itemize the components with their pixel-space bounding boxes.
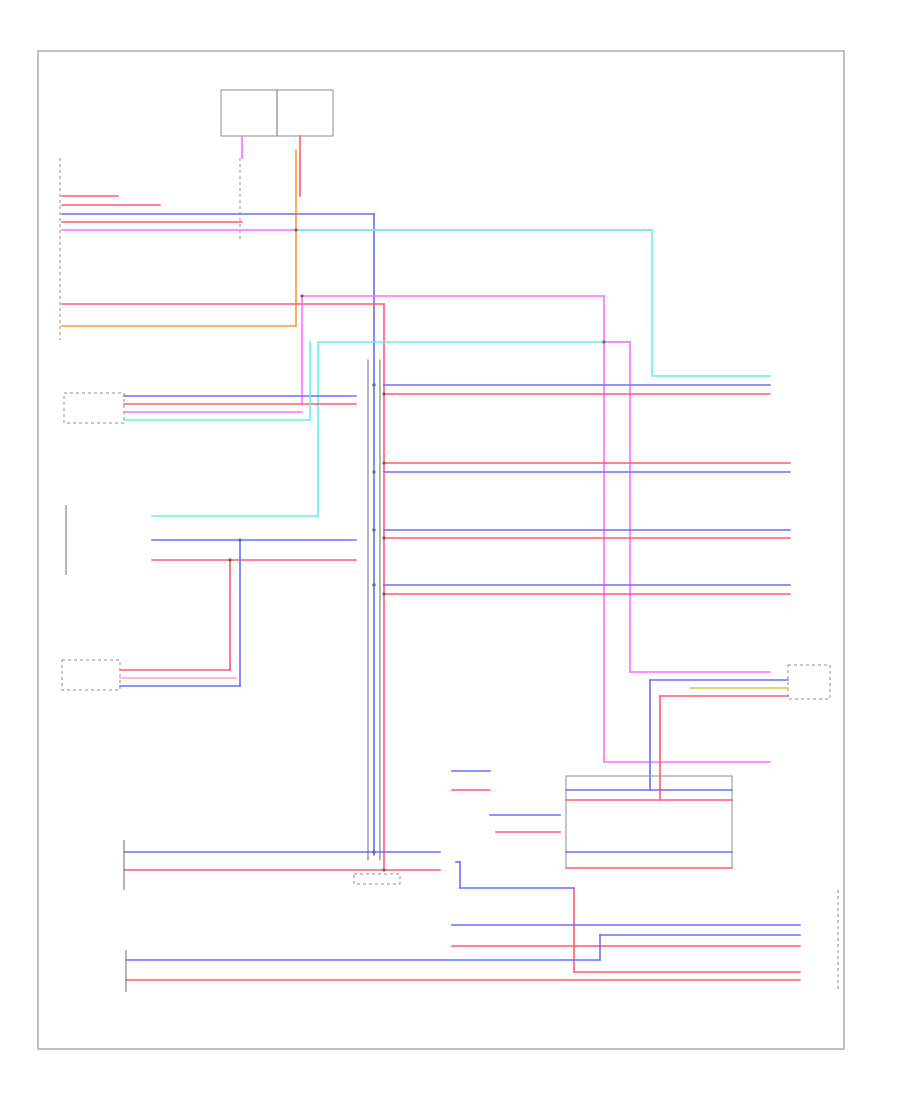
splice-dot bbox=[602, 340, 606, 344]
splice-dot bbox=[300, 294, 304, 298]
splice-dot bbox=[372, 383, 376, 387]
splice-dot bbox=[382, 868, 386, 872]
splice-dot bbox=[372, 470, 376, 474]
splice-dot bbox=[238, 538, 242, 542]
splice-dot bbox=[382, 461, 386, 465]
splice-dot bbox=[228, 558, 232, 562]
left-module-3 bbox=[61, 659, 121, 691]
splice-dot bbox=[382, 392, 386, 396]
splice-dot bbox=[382, 536, 386, 540]
left-module-1 bbox=[63, 392, 125, 424]
splice-dot bbox=[294, 228, 298, 232]
splice-dot bbox=[372, 583, 376, 587]
splice-dot bbox=[372, 850, 376, 854]
joint-connector-box bbox=[353, 873, 401, 885]
splice-dot bbox=[382, 592, 386, 596]
splice-dot bbox=[372, 528, 376, 532]
diagram-frame bbox=[37, 50, 845, 1050]
right-module-tcu bbox=[787, 664, 831, 700]
